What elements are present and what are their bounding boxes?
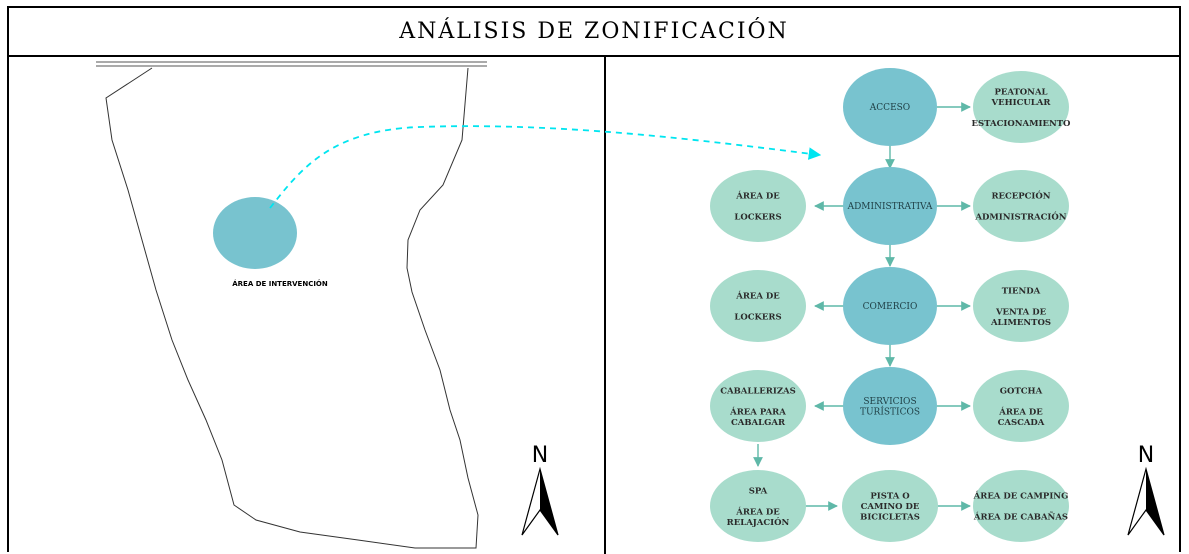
node-camping: ÁREA DE CAMPING ÁREA DE CABAÑAS <box>973 470 1069 542</box>
node-label-line: COMERCIO <box>863 302 918 312</box>
connectors <box>753 102 971 511</box>
node-label-line: GOTCHA <box>1000 386 1043 396</box>
node-comercio-left-label: ÁREA DE LOCKERS <box>734 290 781 323</box>
node-label-line: VEHICULAR <box>991 98 1052 108</box>
node-label-line: SPA <box>749 486 768 496</box>
node-label-line: ÁREA PARA <box>729 405 786 417</box>
north-arrow-left: N <box>521 443 559 536</box>
node-admin-right: RECEPCIÓN ADMINISTRACIÓN <box>973 170 1069 242</box>
node-admin-left-label: ÁREA DE LOCKERS <box>734 190 781 223</box>
intervention-area-label: ÁREA DE INTERVENCIÓN <box>232 279 328 288</box>
diagram-frame: ANÁLISIS DE ZONIFICACIÓN <box>7 6 1181 554</box>
node-label-line: ÁREA DE CAMPING <box>973 490 1069 502</box>
node-label-line: BICICLETAS <box>860 513 920 523</box>
node-acceso: ACCESO <box>843 68 937 146</box>
site-boundary <box>105 67 479 549</box>
node-label-line: ALIMENTOS <box>990 318 1051 328</box>
node-comercio-left: ÁREA DE LOCKERS <box>710 270 806 342</box>
node-label-line: LOCKERS <box>734 313 781 323</box>
node-label-line: ADMINISTRATIVA <box>847 202 933 212</box>
site-plan: ÁREA DE INTERVENCIÓN <box>96 61 487 549</box>
node-label-line: RELAJACIÓN <box>727 516 790 528</box>
north-arrow-right: N <box>1127 443 1165 536</box>
node-acceso-label: ACCESO <box>869 103 910 113</box>
node-label-line: ÁREA DE <box>735 505 780 517</box>
node-administrativa-label: ADMINISTRATIVA <box>847 202 933 212</box>
node-label-line: TIENDA <box>1002 286 1041 296</box>
node-label-line: VENTA DE <box>995 307 1047 317</box>
node-label-line: CASCADA <box>998 418 1045 428</box>
node-administrativa: ADMINISTRATIVA <box>843 167 937 245</box>
node-comercio-label: COMERCIO <box>863 302 918 312</box>
node-label-line: CABALGAR <box>731 418 786 428</box>
node-label-line: RECEPCIÓN <box>991 190 1050 202</box>
node-label-line: ÁREA DE CABAÑAS <box>973 511 1068 523</box>
node-label-line: PISTA O <box>870 492 910 502</box>
node-label-line: SERVICIOS <box>863 397 916 407</box>
node-label-line: CAMINO DE <box>861 502 920 512</box>
node-admin-left: ÁREA DE LOCKERS <box>710 170 806 242</box>
node-label-line: CABALLERIZAS <box>720 386 796 396</box>
node-label-line: ACCESO <box>869 103 910 113</box>
node-camping-label: ÁREA DE CAMPING ÁREA DE CABAÑAS <box>973 490 1069 523</box>
intervention-area-circle <box>213 197 297 269</box>
node-label-line: PEATONAL <box>994 87 1047 97</box>
panel-divider <box>604 55 606 554</box>
dashed-link-arrow <box>269 125 822 209</box>
node-label-line: ÁREA DE <box>735 190 780 202</box>
node-label-line: ADMINISTRACIÓN <box>974 211 1066 223</box>
node-label-line: ÁREA DE <box>735 290 780 302</box>
north-label-left: N <box>532 443 548 468</box>
north-label-right: N <box>1138 443 1154 468</box>
node-admin-right-label: RECEPCIÓN ADMINISTRACIÓN <box>974 190 1066 223</box>
node-label-line: ESTACIONAMIENTO <box>972 119 1072 129</box>
node-label-line: LOCKERS <box>734 213 781 223</box>
node-label-line: ÁREA DE <box>998 405 1043 417</box>
node-comercio: COMERCIO <box>843 267 937 345</box>
page-title: ANÁLISIS DE ZONIFICACIÓN <box>9 8 1179 57</box>
node-label-line: TURÍSTICOS <box>860 405 920 417</box>
